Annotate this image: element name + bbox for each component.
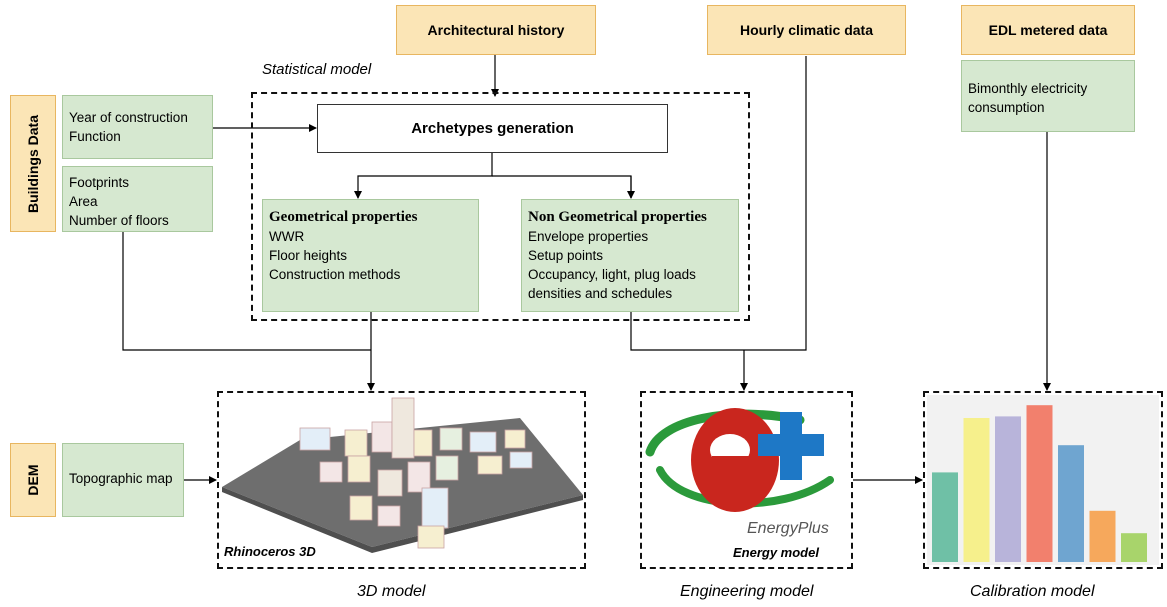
energyplus-logo-text: EnergyPlus bbox=[747, 520, 829, 537]
geometrical-item: WWR bbox=[269, 229, 305, 244]
engineering-model-caption: Engineering model bbox=[680, 583, 814, 600]
hourly-climatic-data-label: Hourly climatic data bbox=[739, 21, 874, 38]
energy-model-label: Energy model bbox=[733, 545, 819, 560]
non-geometrical-item: Envelope properties bbox=[528, 229, 649, 244]
edl-metered-data-box: EDL metered data bbox=[961, 5, 1135, 55]
construction-function-box: Year of construction Function bbox=[62, 95, 213, 159]
edl-metered-data-label: EDL metered data bbox=[988, 21, 1108, 38]
3d-model-container bbox=[217, 391, 586, 569]
geometrical-item: Construction methods bbox=[269, 267, 401, 282]
footprints: Footprints bbox=[69, 175, 130, 190]
footprints-area-floors-box: Footprints Area Number of floors bbox=[62, 166, 213, 232]
geometrical-properties-title: Geometrical properties bbox=[269, 209, 418, 225]
area: Area bbox=[69, 194, 98, 209]
dem-label-box: DEM bbox=[10, 443, 56, 517]
rhinoceros-3d-label: Rhinoceros 3D bbox=[224, 544, 316, 559]
consumption-line-2: consumption bbox=[968, 100, 1045, 115]
non-geometrical-item: Setup points bbox=[528, 248, 604, 263]
archetypes-generation-box: Archetypes generation bbox=[317, 104, 668, 153]
consumption-line-1: Bimonthly electricity bbox=[968, 81, 1088, 96]
number-of-floors: Number of floors bbox=[69, 213, 169, 228]
bimonthly-consumption-box: Bimonthly electricity consumption bbox=[961, 60, 1135, 132]
statistical-model-container bbox=[251, 92, 750, 321]
buildings-data-label-box: Buildings Data bbox=[10, 95, 56, 232]
dem-label: DEM bbox=[25, 464, 41, 496]
topographic-map: Topographic map bbox=[69, 471, 173, 486]
non-geometrical-properties-title: Non Geometrical properties bbox=[528, 209, 707, 225]
statistical-model-label: Statistical model bbox=[262, 61, 372, 78]
year-of-construction: Year of construction bbox=[69, 110, 188, 125]
non-geometrical-item: Occupancy, light, plug loads bbox=[528, 267, 696, 282]
buildings-data-label: Buildings Data bbox=[25, 114, 41, 213]
architectural-history-label: Architectural history bbox=[427, 21, 565, 38]
archetypes-generation-label: Archetypes generation bbox=[411, 120, 574, 137]
geometrical-item: Floor heights bbox=[269, 248, 348, 263]
calibration-model-container bbox=[923, 391, 1163, 569]
non-geometrical-item: densities and schedules bbox=[528, 286, 673, 301]
engineering-model-container bbox=[640, 391, 853, 569]
3d-model-caption: 3D model bbox=[357, 583, 426, 600]
non-geometrical-properties-box: Non Geometrical properties Envelope prop… bbox=[521, 199, 739, 312]
hourly-climatic-data-box: Hourly climatic data bbox=[707, 5, 906, 55]
function: Function bbox=[69, 129, 121, 144]
geometrical-properties-box: Geometrical properties WWR Floor heights… bbox=[262, 199, 479, 312]
topographic-map-box: Topographic map bbox=[62, 443, 184, 517]
architectural-history-box: Architectural history bbox=[396, 5, 596, 55]
calibration-model-caption: Calibration model bbox=[970, 583, 1095, 600]
